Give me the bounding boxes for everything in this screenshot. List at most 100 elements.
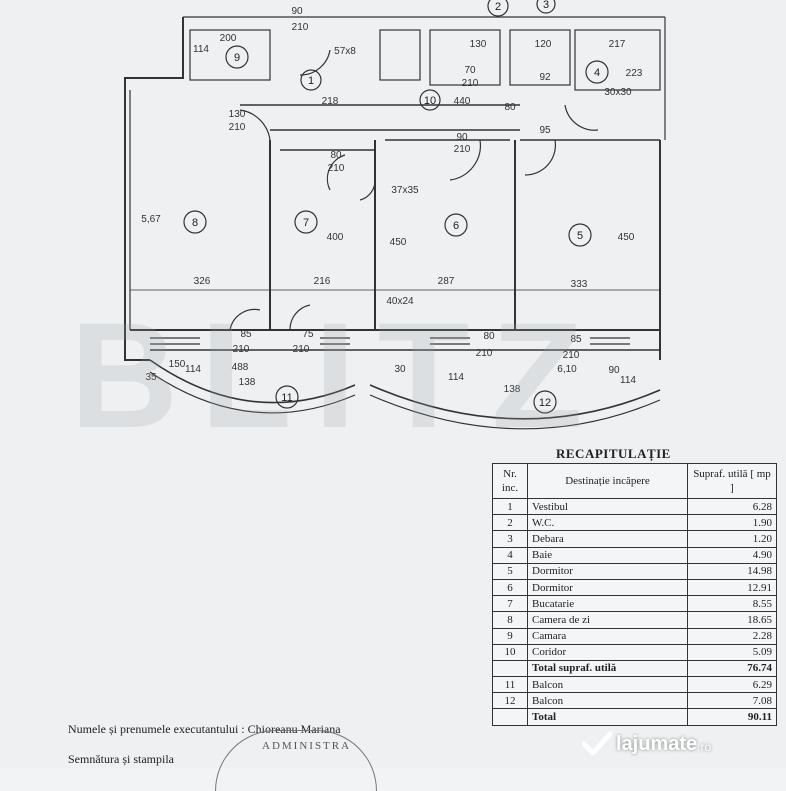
room-number: 7 — [303, 217, 309, 229]
dimension-label: 75 — [302, 329, 314, 340]
dimension-label: 210 — [293, 344, 310, 355]
dimension-label: 223 — [626, 68, 643, 79]
empty-cell — [492, 659, 528, 678]
room-area-cell: 8.55 — [687, 595, 777, 613]
room-number: 4 — [594, 67, 600, 79]
room-destination-cell: Vestibul — [527, 497, 688, 516]
dimension-label: 80 — [330, 150, 342, 161]
dimension-label: 92 — [539, 72, 551, 83]
lajumate-logo: lajumate .ro — [582, 727, 782, 761]
dimension-label: 210 — [563, 350, 580, 361]
dimension-label: 114 — [620, 375, 636, 386]
total-util-value: 76.74 — [687, 659, 777, 678]
room-area-cell: 6.28 — [687, 497, 777, 516]
dimension-label: 450 — [390, 237, 407, 248]
room-area-cell: 18.65 — [687, 611, 777, 629]
dimension-label: 85 — [240, 329, 252, 340]
room-area-cell: 1.90 — [687, 514, 777, 532]
recap-title: RECAPITULAȚIE — [556, 446, 671, 461]
room-destination-cell: Dormitor — [527, 578, 688, 597]
room-destination-cell: Dormitor — [527, 562, 688, 580]
dimension-label: 35 — [145, 372, 157, 383]
floor-plan-document: 1 2 3 4 5 6 7 8 9 10 11 12 200 114 90 21… — [68, 0, 782, 791]
dimension-label: 210 — [476, 348, 493, 359]
dimension-label: 5,67 — [141, 214, 161, 225]
logo-tld: .ro — [697, 740, 712, 754]
room-nr-cell: 8 — [492, 611, 528, 629]
dimension-label: 85 — [570, 334, 582, 345]
table-header-row: Nr. inc. Destinație incăpere Supraf. uti… — [492, 463, 777, 499]
dimension-label: 114 — [448, 372, 464, 383]
room-area-cell: 7.08 — [687, 692, 777, 710]
room-number: 3 — [543, 0, 549, 11]
dimension-label: 40x24 — [386, 296, 414, 307]
dimension-label: 326 — [194, 276, 211, 287]
signature-label: Semnătura și stampila — [68, 752, 174, 766]
room-nr-cell: 3 — [492, 530, 528, 548]
room-destination-cell: W.C. — [527, 514, 688, 532]
dimension-label: 114 — [185, 364, 201, 375]
room-nr-cell: 1 — [492, 497, 528, 516]
room-destination-cell: Coridor — [527, 643, 688, 661]
dimension-label: 440 — [454, 96, 471, 107]
dimension-label: 210 — [233, 344, 250, 355]
dimension-label: 210 — [229, 122, 246, 133]
dimension-label: 30x30 — [604, 87, 632, 98]
header-destination: Destinație incăpere — [527, 463, 688, 499]
dimension-label: 138 — [504, 384, 521, 395]
dimension-label: 70 — [464, 65, 476, 76]
dimension-label: 210 — [462, 78, 479, 89]
room-destination-cell: Camara — [527, 627, 688, 645]
dimension-label: 200 — [220, 33, 237, 44]
room-number: 12 — [539, 397, 551, 409]
room-destination-cell: Balcon — [527, 676, 688, 694]
dimension-label: 37x35 — [391, 185, 419, 196]
dimension-label: 80 — [483, 331, 495, 342]
room-number: 8 — [192, 217, 198, 229]
room-nr-cell: 9 — [492, 627, 528, 645]
dimension-label: 333 — [571, 279, 588, 290]
recap-table: Nr. inc. Destinație incăpere Supraf. uti… — [492, 463, 777, 726]
room-number: 9 — [234, 52, 240, 64]
room-nr-cell: 10 — [492, 643, 528, 661]
dimension-label: 218 — [322, 96, 339, 107]
room-nr-cell: 2 — [492, 514, 528, 532]
room-nr-cell: 7 — [492, 595, 528, 613]
room-destination-cell: Balcon — [527, 692, 688, 710]
stamp-text: ADMINISTRA — [262, 740, 352, 752]
room-area-cell: 12.91 — [687, 578, 777, 597]
header-area: Supraf. utilă [ mp ] — [687, 463, 777, 499]
room-destination-cell: Debara — [527, 530, 688, 548]
dimension-label: 6,10 — [557, 364, 577, 375]
dimension-label: 488 — [232, 362, 249, 373]
room-destination-cell: Camera de zi — [527, 611, 688, 629]
room-number: 1 — [308, 75, 314, 87]
logo-name: lajumate — [616, 732, 698, 755]
room-area-cell: 14.98 — [687, 562, 777, 580]
room-number: 10 — [424, 95, 436, 107]
dimension-label: 210 — [328, 163, 345, 174]
dimension-label: 120 — [535, 39, 552, 50]
dimension-label: 130 — [229, 109, 246, 120]
room-nr-cell: 11 — [492, 676, 528, 694]
checkmark-icon — [582, 731, 612, 756]
dimension-label: 450 — [618, 232, 635, 243]
dimension-label: 216 — [314, 276, 331, 287]
room-number: 5 — [577, 230, 583, 242]
dimension-label: 210 — [292, 22, 309, 33]
room-nr-cell: 12 — [492, 692, 528, 710]
dimension-label: 210 — [454, 144, 471, 155]
dimension-label: 90 — [608, 365, 620, 376]
room-area-cell: 5.09 — [687, 643, 777, 661]
room-number: 2 — [495, 1, 501, 13]
room-number: 11 — [281, 392, 292, 404]
